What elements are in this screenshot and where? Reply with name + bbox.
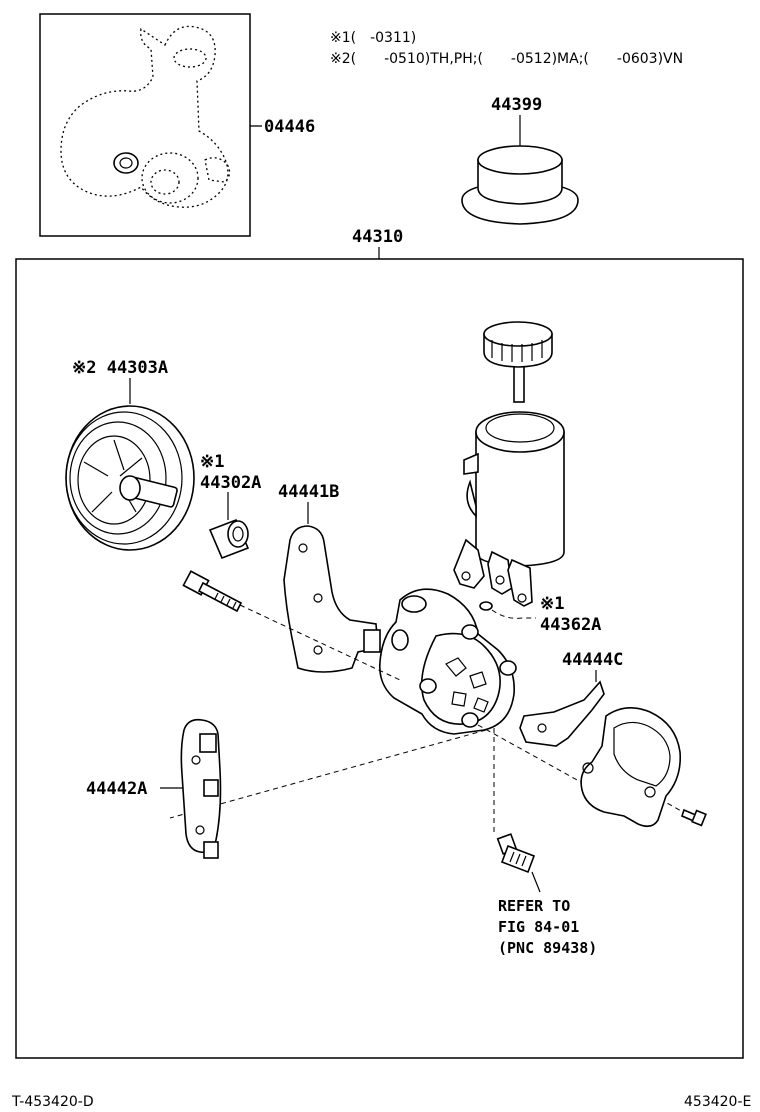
bracket-right-label[interactable]: 44444C <box>562 650 623 670</box>
o-ring-part <box>479 601 493 611</box>
seal-kit-inset <box>39 13 262 237</box>
pressure-switch-part <box>496 833 536 874</box>
reservoir-part <box>453 321 565 607</box>
bracket-top-label[interactable]: 44441B <box>278 482 339 502</box>
reference-line-2[interactable]: FIG 84-01 <box>498 918 579 936</box>
pulley-label[interactable]: ※2 44303A <box>72 358 168 378</box>
o-ring-mark[interactable]: ※1 <box>540 594 564 614</box>
assembly-label[interactable]: 44310 <box>352 227 403 247</box>
reference-line-3[interactable]: (PNC 89438) <box>498 939 597 957</box>
gasket-plate-part <box>580 707 682 828</box>
pulley-part <box>65 405 195 551</box>
bracket-left-part <box>180 718 222 859</box>
bracket-top-part <box>283 525 381 673</box>
note-1: ※1( -0311) <box>330 30 416 46</box>
reservoir-cap-part <box>461 145 579 225</box>
footer-right-code: 453420-E <box>684 1094 751 1110</box>
bracket-right-part <box>519 680 605 747</box>
pump-body-part <box>378 588 517 735</box>
small-bolt-part <box>681 808 707 827</box>
footer-left-code: T-453420-D <box>11 1094 94 1110</box>
bolt-part <box>182 570 243 613</box>
bearing-mark[interactable]: ※1 <box>200 452 224 472</box>
o-ring-label[interactable]: 44362A <box>540 615 601 635</box>
note-2: ※2( -0510)TH,PH;( -0512)MA;( -0603)VN <box>330 51 683 67</box>
bracket-left-label[interactable]: 44442A <box>86 779 147 799</box>
bearing-label[interactable]: 44302A <box>200 473 261 493</box>
bearing-part <box>208 518 250 560</box>
assembly-frame <box>15 258 744 1059</box>
kit-label[interactable]: 04446 <box>264 117 315 137</box>
cap-part-label[interactable]: 44399 <box>491 95 542 115</box>
reference-line-1[interactable]: REFER TO <box>498 897 570 915</box>
